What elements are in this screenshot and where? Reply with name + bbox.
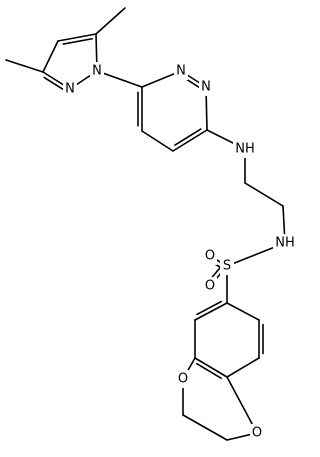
atom-pyridazine-n-right: N	[199, 78, 213, 96]
atom-pyrazole-n-imine: N	[63, 80, 77, 98]
atom-label-pyrazole-n-imine: N	[65, 82, 75, 97]
bond-benzene-4-5-double-inner	[195, 362, 222, 379]
bond-pyrazole-c4-c5	[57, 33, 97, 42]
bond-benzene-1-2	[226, 302, 260, 321]
atom-label-dioxane-o-left: O	[178, 372, 188, 387]
bond-ch2-ch2	[244, 182, 284, 207]
bond-pyridazine-c3-c4-double-inner	[174, 128, 202, 146]
atom-pyrazole-n-substituted: N	[90, 62, 104, 80]
atom-label-sulfonamide-nh: NH	[275, 236, 295, 251]
atom-label-sulfonyl-o-upper: O	[205, 249, 215, 264]
atom-sulfonyl-s: S	[220, 257, 234, 275]
atom-label-pyridazine-n-right: N	[201, 80, 211, 95]
bond-pyridazine-c4-c5	[141, 130, 174, 152]
bond-o-right-to-benzene	[226, 376, 258, 434]
bond-pyrazole-to-pyridazine	[96, 70, 143, 88]
atom-sulfonyl-o-upper: O	[203, 247, 217, 265]
bond-benzene-4-5	[194, 357, 228, 378]
bond-ch2-ch2-dioxane	[182, 414, 228, 441]
molecule-structure-diagram: N N N N NH NH	[5, 7, 296, 442]
atom-sulfonyl-o-lower: O	[203, 277, 217, 295]
atom-label-pyridazine-n-left: N	[176, 64, 186, 79]
bond-pyrazole-n2-c3-double-inner	[43, 76, 66, 92]
bond-pyridazine-c3-c4	[172, 129, 208, 152]
bond-pyrazole-c3-c4	[42, 40, 59, 73]
bond-methyl-c5	[95, 7, 126, 35]
bond-benzene-3-4	[226, 357, 260, 378]
atom-amine-nh-upper: NH	[233, 140, 257, 158]
atom-dioxane-o-right: O	[250, 424, 264, 442]
bond-benzene-6-1-double-inner	[196, 300, 223, 316]
bond-layer	[5, 7, 286, 441]
atom-label-sulfonyl-s: S	[223, 259, 231, 274]
molecule-svg: N N N N NH NH	[5, 7, 296, 442]
bond-benzene-6-1	[194, 302, 228, 321]
atom-label-dioxane-o-right: O	[252, 426, 262, 441]
atom-label-layer: N N N N NH NH	[63, 62, 296, 442]
bond-pyrazole-c4-c5-double-inner	[62, 37, 93, 45]
bond-methyl-c3	[5, 59, 44, 73]
atom-label-sulfonyl-o-lower: O	[205, 279, 215, 294]
atom-pyridazine-n-left: N	[174, 62, 188, 80]
atom-label-pyrazole-n-substituted: N	[92, 64, 102, 79]
atom-label-amine-nh-upper: NH	[235, 142, 255, 157]
atom-sulfonamide-nh: NH	[273, 234, 296, 252]
atom-dioxane-o-left: O	[176, 370, 190, 388]
